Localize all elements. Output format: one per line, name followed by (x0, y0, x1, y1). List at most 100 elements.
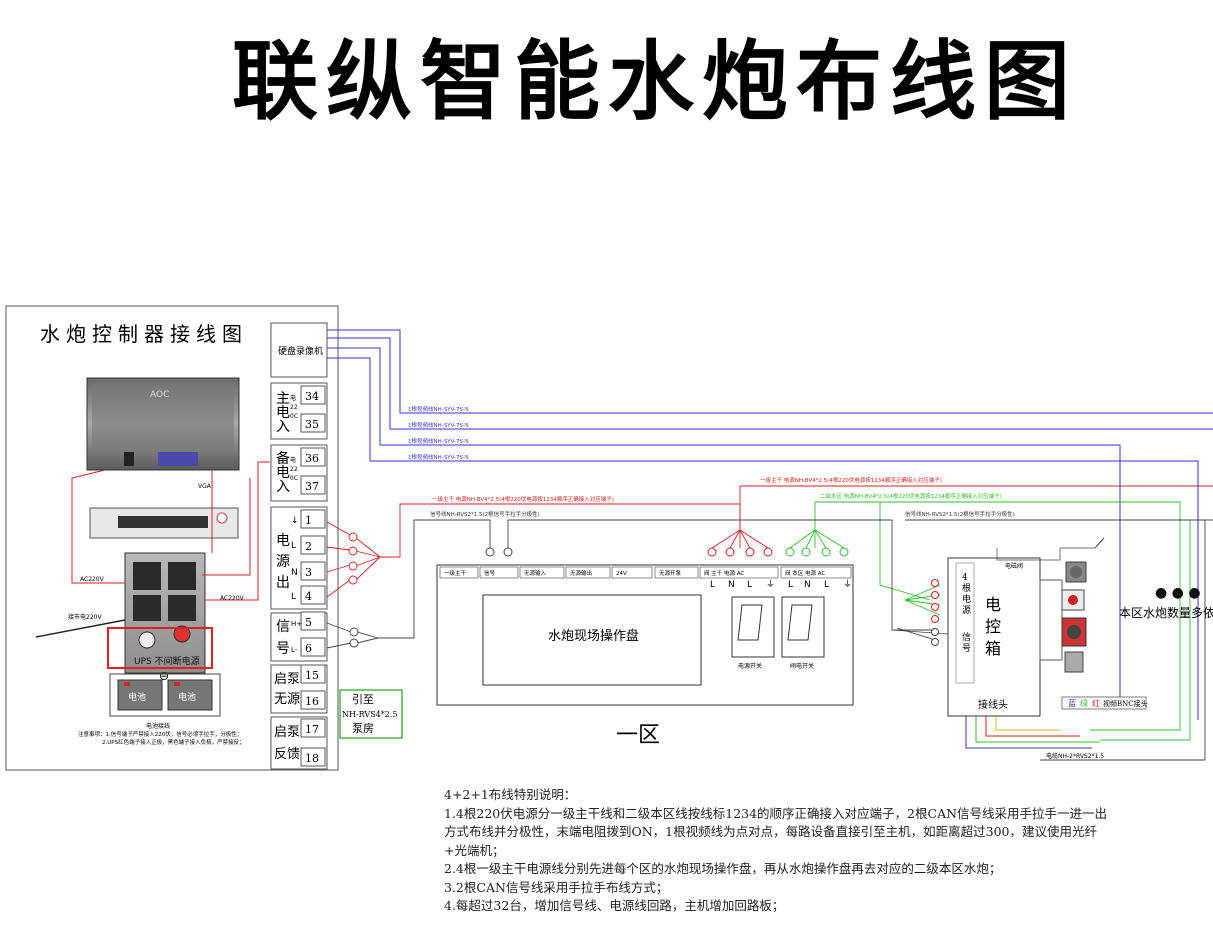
top-note: 电磁阀 (1005, 562, 1023, 570)
terminal-number: 6 (305, 642, 312, 655)
terminal-number: 5 (305, 616, 312, 629)
power-letter: L (291, 592, 296, 602)
power-out-label: 电源出 (276, 533, 290, 591)
power-letter: ↓ (291, 516, 299, 526)
dvr-label: 硬盘录像机 (278, 345, 323, 357)
terminal-number: 36 (305, 452, 319, 465)
power-switch-label: 电源开关 (738, 662, 762, 670)
ac-tag: 0C (290, 475, 298, 482)
strip-cell (654, 566, 699, 579)
lnl-letter: ⏚ (766, 579, 775, 590)
strip-cell (519, 566, 565, 579)
pump-room-line2: NH-RVS4*2.5 (342, 710, 398, 719)
dvr-device (89, 507, 239, 539)
terminal-box (300, 535, 326, 555)
signal-letter: H+ (291, 620, 302, 628)
pump-room-line1: 引至 (352, 692, 374, 706)
terminal-number: 16 (305, 695, 319, 708)
strip-label: 信号 (484, 569, 496, 577)
notes-line-3: +光端机； (444, 842, 505, 858)
terminal-box (300, 447, 326, 467)
vga-label: VGA (198, 483, 212, 490)
color-red: 红 (1092, 698, 1100, 708)
lnl-letter: L (747, 580, 752, 590)
main-power-label: 主电入 (276, 391, 290, 435)
notes-line-5: 3.2根CAN信号线采用手拉手布线方式； (444, 879, 669, 895)
wiring-notes: 4+2+1布线特别说明： 1.4根220伏电源分一级主干线和二级本区线按线标12… (444, 786, 1134, 916)
power-letter: L (291, 541, 296, 551)
terminal-number: 3 (305, 566, 312, 579)
terminal-box (300, 747, 326, 767)
terminal-box (300, 475, 326, 495)
cable-bottom-label: 电缆NH-2*RVS2*1.5 (1046, 752, 1104, 760)
notes-line-4: 2.4根一级主干电源线分别先进每个区的水炮现场操作盘，再从水炮操作盘再去对应的二… (444, 861, 1002, 876)
terminal-box (300, 385, 326, 405)
footnote-2: 2.UPS红色端子接入正极，黑色端子接入负极，严禁接反； (102, 738, 245, 746)
right-zone-dots: ● ● ● (1155, 585, 1201, 601)
operator-panel-label: 水炮现场操作盘 (548, 628, 639, 644)
video-cable-label: 1根视频线NH-SYV-75-5 (408, 437, 469, 445)
strip-label: 无源输入 (524, 569, 547, 577)
terminal-number: 15 (305, 669, 319, 682)
terminal-number: 2 (305, 540, 312, 553)
terminal-number: 4 (305, 590, 312, 603)
terminal-box (300, 637, 326, 657)
zone-power-label: 二级本区 电源NH-BV4*2.5(4根220伏电源按1234顺序正确接入对应端… (820, 492, 1002, 500)
main-trunk-label-1: 一级主干 电源NH-BV4*2.5(4根220伏电源按1234顺序正确接入对应端… (432, 495, 614, 503)
terminal-box (300, 585, 326, 605)
ac-tag: 电 (290, 394, 296, 402)
ups-device: UPS 不间断电源 ⊖ (107, 552, 213, 683)
minus-sign: ⊖ (159, 669, 169, 683)
strip-label: 阀 本区 电源 AC (785, 569, 825, 577)
strip-label: 无源开泵 (659, 569, 682, 577)
terminal-number: 37 (305, 480, 319, 493)
control-box-signal-label: 信号 (962, 631, 971, 654)
battery-pack: 电池 电池 电池接线 (109, 673, 221, 730)
terminal-number: 18 (305, 752, 319, 765)
signal-label: 信号 (276, 619, 290, 657)
video-labels: 1根视频线NH-SYV-75-5 1根视频线NH-SYV-75-5 1根视频线NH-… (408, 405, 469, 461)
notes-heading: 4+2+1布线特别说明： (444, 787, 577, 802)
lnl-letter: L (710, 580, 715, 590)
ac-tag: 22 (290, 404, 298, 411)
pump-feedback-label: 启泵反馈 (274, 725, 300, 762)
ups-label: UPS 不间断电源 (134, 655, 200, 667)
color-blue: 蓝 (1068, 698, 1076, 708)
video-cable-label: 1根视频线NH-SYV-75-5 (408, 405, 469, 413)
strip-cell (699, 566, 779, 579)
notes-line-6: 4.每超过32台，增加信号线、电源线回路，主机增加回路板； (444, 898, 785, 913)
strip-cell (479, 566, 519, 579)
ac-label-right: AC220V (220, 595, 245, 602)
panel-title: 水炮控制器接线图 (40, 322, 248, 346)
right-zone: ● ● ● 本区水炮数量多依 (1119, 585, 1213, 620)
video-connector-label: 视频BNC接头 (1103, 699, 1148, 708)
terminal-number: 34 (305, 390, 319, 403)
video-cable-label: 1根视频线NH-SYV-75-5 (408, 453, 469, 461)
main-trunk-label-2: 一级主干 电源NH-BV4*2.5(4根220伏电源按1234顺序正确接入对应端… (760, 476, 942, 484)
pump-room-line3: 泵房 (352, 722, 374, 735)
ac-tag: 0C (290, 413, 298, 420)
page-title: 联纵智能水炮布线图 (232, 32, 1078, 132)
main-trunk-wires (711, 485, 1213, 549)
notes-line-1: 1.4根220伏电源分一级主干线和二级本区线按线标1234的顺序正确接入对应端子… (444, 805, 1108, 821)
strip-cell (439, 566, 479, 579)
terminal-box (300, 611, 326, 631)
lnl-letter: N (728, 580, 735, 590)
terminal-box (300, 561, 326, 581)
pump-start-label: 启泵无源 (274, 672, 300, 707)
monitor: AOC VGA (86, 377, 240, 490)
terminal-number: 35 (305, 418, 319, 431)
lnl-letter: L (788, 580, 793, 590)
control-box-label: 电控箱 (985, 595, 1001, 658)
ac-tag: 22 (290, 466, 298, 473)
color-green: 绿 (1080, 699, 1088, 708)
notes-line-2: 方式布线并分极性，末端电阻拨到ON，1根视频线为点对点，每路设备直接引至主机，如… (444, 824, 1097, 839)
lnl-letter: N (804, 580, 811, 590)
